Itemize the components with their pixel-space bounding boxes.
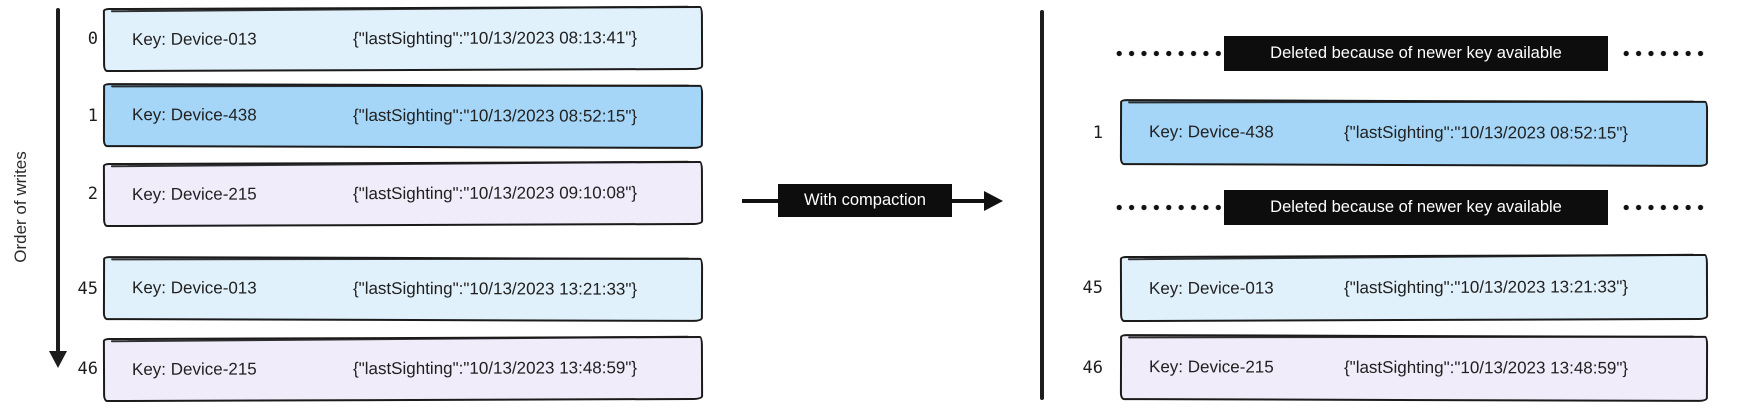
dotted-line (1113, 50, 1224, 57)
record-value: {"lastSighting":"10/13/2023 13:21:33"} (352, 278, 638, 299)
log-record: Key: Device-215 {"lastSighting":"10/13/2… (102, 335, 704, 403)
deleted-banner-label: Deleted because of newer key available (1224, 36, 1608, 71)
record-value: {"lastSighting":"10/13/2023 13:48:59"} (352, 358, 638, 379)
record-value: {"lastSighting":"10/13/2023 08:52:15"} (352, 105, 638, 126)
dotted-line (1620, 50, 1708, 57)
compaction-arrow-line (952, 199, 984, 203)
compaction-arrow-line (742, 199, 778, 203)
record-index: 1 (1092, 123, 1103, 143)
log-record: Key: Device-013 {"lastSighting":"10/13/2… (102, 256, 704, 322)
record-value: {"lastSighting":"10/13/2023 13:48:59"} (1343, 357, 1629, 378)
log-record-row: 46 Key: Device-215 {"lastSighting":"10/1… (68, 335, 704, 403)
record-key: Key: Device-215 (131, 184, 257, 204)
record-key: Key: Device-438 (1148, 122, 1274, 142)
log-record-row: 1 Key: Device-438 {"lastSighting":"10/13… (68, 83, 704, 149)
record-value: {"lastSighting":"10/13/2023 09:10:08"} (352, 183, 638, 204)
log-record: Key: Device-438 {"lastSighting":"10/13/2… (1119, 99, 1709, 167)
deleted-record-banner: Deleted because of newer key available (1113, 190, 1708, 225)
log-record-row: 2 Key: Device-215 {"lastSighting":"10/13… (68, 160, 704, 228)
record-index: 1 (87, 106, 98, 126)
record-value: {"lastSighting":"10/13/2023 08:13:41"} (352, 28, 638, 49)
record-key: Key: Device-013 (1148, 278, 1274, 298)
record-value: {"lastSighting":"10/13/2023 13:21:33"} (1343, 277, 1629, 298)
log-record-row: 0 Key: Device-013 {"lastSighting":"10/13… (68, 5, 704, 73)
deleted-banner-label: Deleted because of newer key available (1224, 190, 1608, 225)
record-index: 46 (1082, 358, 1103, 378)
record-key: Key: Device-013 (131, 278, 257, 298)
order-of-writes-arrow-line (56, 8, 60, 352)
record-index: 2 (87, 184, 98, 204)
right-arrow-icon (984, 191, 1003, 211)
record-index: 45 (1082, 278, 1103, 298)
record-key: Key: Device-215 (1148, 357, 1274, 377)
with-compaction-label: With compaction (778, 184, 952, 217)
dotted-line (1113, 204, 1224, 211)
order-of-writes-label: Order of writes (11, 151, 30, 263)
log-record-row: 45 Key: Device-013 {"lastSighting":"10/1… (68, 256, 704, 322)
log-record: Key: Device-438 {"lastSighting":"10/13/2… (102, 83, 704, 149)
log-record-row: 45 Key: Device-013 {"lastSighting":"10/1… (1075, 253, 1709, 323)
record-key: Key: Device-438 (131, 105, 257, 125)
record-key: Key: Device-215 (131, 359, 257, 379)
record-index: 0 (87, 29, 98, 49)
record-index: 45 (77, 279, 98, 299)
log-record: Key: Device-013 {"lastSighting":"10/13/2… (1119, 253, 1709, 323)
compacted-log-axis-line (1040, 10, 1044, 400)
record-value: {"lastSighting":"10/13/2023 08:52:15"} (1343, 122, 1629, 143)
record-key: Key: Device-013 (131, 29, 257, 49)
log-record: Key: Device-013 {"lastSighting":"10/13/2… (102, 5, 704, 73)
deleted-record-banner: Deleted because of newer key available (1113, 36, 1708, 71)
log-record-row: 46 Key: Device-215 {"lastSighting":"10/1… (1075, 334, 1709, 402)
record-index: 46 (77, 359, 98, 379)
log-record-row: 1 Key: Device-438 {"lastSighting":"10/13… (1075, 99, 1709, 167)
down-arrow-icon (49, 351, 67, 368)
dotted-line (1620, 204, 1708, 211)
log-record: Key: Device-215 {"lastSighting":"10/13/2… (1119, 334, 1709, 402)
log-record: Key: Device-215 {"lastSighting":"10/13/2… (102, 160, 704, 228)
